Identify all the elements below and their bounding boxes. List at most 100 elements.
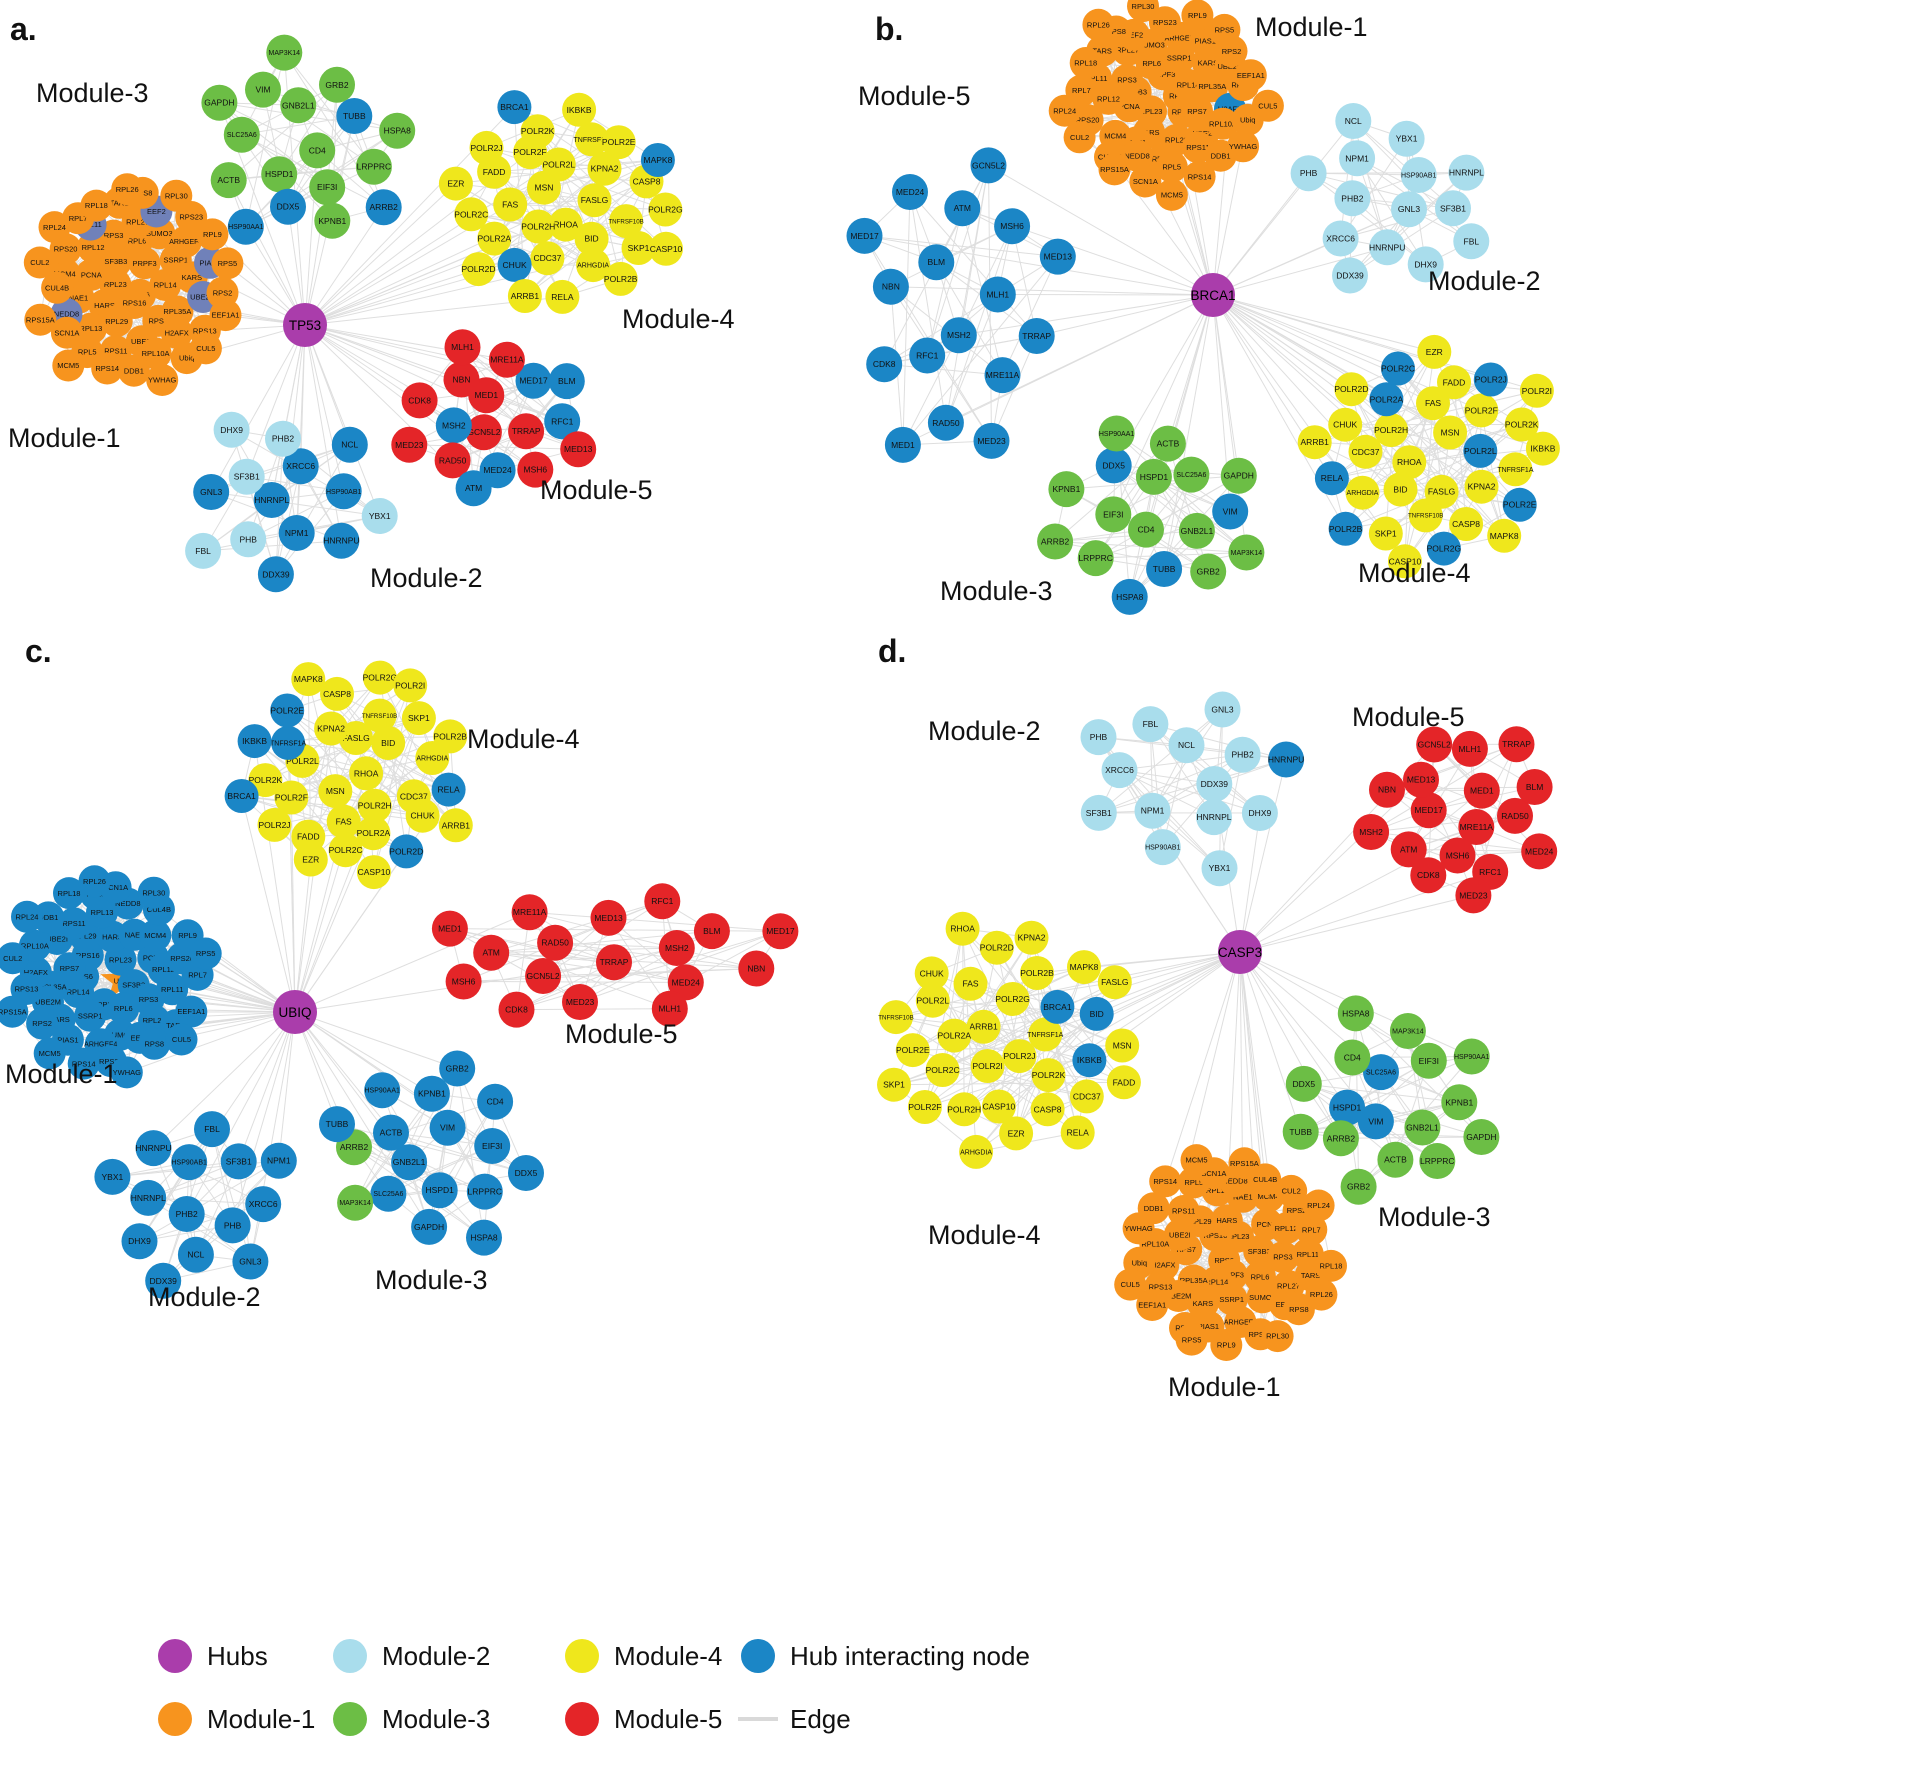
node bbox=[1369, 229, 1406, 266]
node-label: RPL23 bbox=[109, 955, 132, 964]
node bbox=[1426, 531, 1461, 566]
edge bbox=[909, 191, 947, 423]
node-label: RPL14 bbox=[154, 281, 177, 290]
node bbox=[228, 458, 265, 495]
node bbox=[1332, 257, 1368, 294]
node bbox=[1251, 89, 1284, 122]
node bbox=[156, 973, 189, 1006]
node bbox=[74, 999, 107, 1032]
node bbox=[1410, 792, 1447, 829]
node bbox=[107, 992, 140, 1025]
node-label: H2AFX bbox=[1151, 1261, 1175, 1270]
node-label: POLR2K bbox=[1032, 1070, 1066, 1080]
node bbox=[293, 842, 328, 877]
edge bbox=[909, 191, 1038, 337]
node bbox=[245, 71, 281, 108]
hub-node bbox=[1191, 273, 1235, 317]
node bbox=[979, 930, 1014, 965]
node-label: RPS13 bbox=[193, 326, 217, 335]
node-label: RPL18 bbox=[58, 889, 81, 898]
node bbox=[892, 174, 928, 210]
node-label: PHB2 bbox=[1341, 193, 1363, 203]
node bbox=[1322, 220, 1359, 257]
node-label: GCN5L2 bbox=[972, 160, 1005, 170]
edge bbox=[945, 294, 999, 423]
module-label: Module-4 bbox=[1358, 558, 1471, 588]
node bbox=[1207, 107, 1239, 140]
node-label: NBN bbox=[747, 963, 765, 973]
node-label: CASP10 bbox=[358, 867, 391, 877]
node bbox=[67, 1047, 100, 1080]
edge bbox=[245, 166, 375, 228]
legend-swatch bbox=[333, 1639, 367, 1673]
node-label: MSH2 bbox=[442, 420, 466, 430]
node bbox=[1295, 1213, 1328, 1246]
node bbox=[319, 1106, 355, 1143]
nodes-layer: RHOAMSNFASLGPOLR2HPOLR2LBIDFASKPNA2CDC37… bbox=[0, 660, 799, 1312]
node-label: POLR2A bbox=[938, 1031, 972, 1041]
node bbox=[984, 357, 1021, 394]
node-label: HSPA8 bbox=[1342, 1008, 1370, 1018]
node-label: SSRP1 bbox=[1167, 53, 1192, 62]
node-label: CUL2 bbox=[1070, 133, 1089, 142]
node bbox=[937, 1018, 972, 1053]
node-label: RPL26 bbox=[1310, 1290, 1333, 1299]
node-label: MCM4 bbox=[1257, 1192, 1279, 1201]
edge bbox=[902, 191, 911, 445]
node bbox=[443, 361, 480, 398]
legend-swatch bbox=[158, 1639, 192, 1673]
node-label: RHOA bbox=[553, 220, 578, 230]
node-label: MSH6 bbox=[523, 465, 547, 475]
node bbox=[245, 1186, 282, 1223]
node-label: MRE11A bbox=[1460, 822, 1494, 832]
node bbox=[1069, 47, 1102, 79]
node-label: CHUK bbox=[920, 968, 944, 978]
node-label: KPNA2 bbox=[1018, 933, 1046, 943]
node bbox=[11, 900, 43, 933]
node-label: HNRNPU bbox=[135, 1143, 171, 1153]
node bbox=[574, 122, 609, 157]
node bbox=[1148, 6, 1181, 39]
node-label: KPNA2 bbox=[1468, 482, 1496, 492]
node-label: MCM4 bbox=[1104, 132, 1126, 141]
node bbox=[393, 668, 428, 703]
node-label: MSH2 bbox=[1359, 827, 1383, 837]
node bbox=[439, 1050, 476, 1087]
edge bbox=[291, 795, 414, 798]
edge bbox=[543, 968, 757, 977]
module-label: Module-2 bbox=[370, 563, 483, 593]
node bbox=[1098, 153, 1131, 186]
node bbox=[379, 112, 416, 149]
node-label: RPL7 bbox=[188, 971, 207, 980]
node-label: MAPK8 bbox=[1490, 531, 1519, 541]
node bbox=[41, 271, 74, 304]
node-label: HNRNPL bbox=[254, 495, 289, 505]
edge bbox=[1015, 1034, 1046, 1134]
edge bbox=[148, 1160, 279, 1199]
node bbox=[1328, 511, 1363, 546]
node-label: LRPPRC bbox=[468, 1187, 502, 1197]
node bbox=[601, 125, 636, 160]
node-label: FBL bbox=[1464, 236, 1480, 246]
node bbox=[1502, 487, 1537, 522]
node-label: RPL13 bbox=[91, 908, 114, 917]
hub-edge bbox=[304, 324, 345, 492]
node bbox=[455, 470, 492, 507]
node bbox=[117, 354, 150, 387]
node bbox=[177, 1236, 214, 1273]
node-label: TUBB bbox=[1289, 1127, 1312, 1137]
hub-edge bbox=[294, 773, 367, 1013]
node bbox=[401, 382, 438, 419]
node bbox=[429, 1109, 466, 1146]
node-label: POLR2C bbox=[926, 1065, 960, 1075]
hub-edge bbox=[864, 235, 1214, 296]
edge bbox=[219, 102, 328, 188]
node-label: HARS bbox=[1139, 128, 1160, 137]
node-label: POLR2B bbox=[433, 731, 467, 741]
node-label: HSP90AA1 bbox=[228, 224, 264, 231]
node-label: POLR2F bbox=[908, 1102, 941, 1112]
node bbox=[973, 422, 1010, 459]
hub-label: UBIQ bbox=[278, 1005, 311, 1020]
node-label: GNB2L1 bbox=[282, 100, 315, 110]
node-label: SSRP1 bbox=[1219, 1295, 1244, 1304]
